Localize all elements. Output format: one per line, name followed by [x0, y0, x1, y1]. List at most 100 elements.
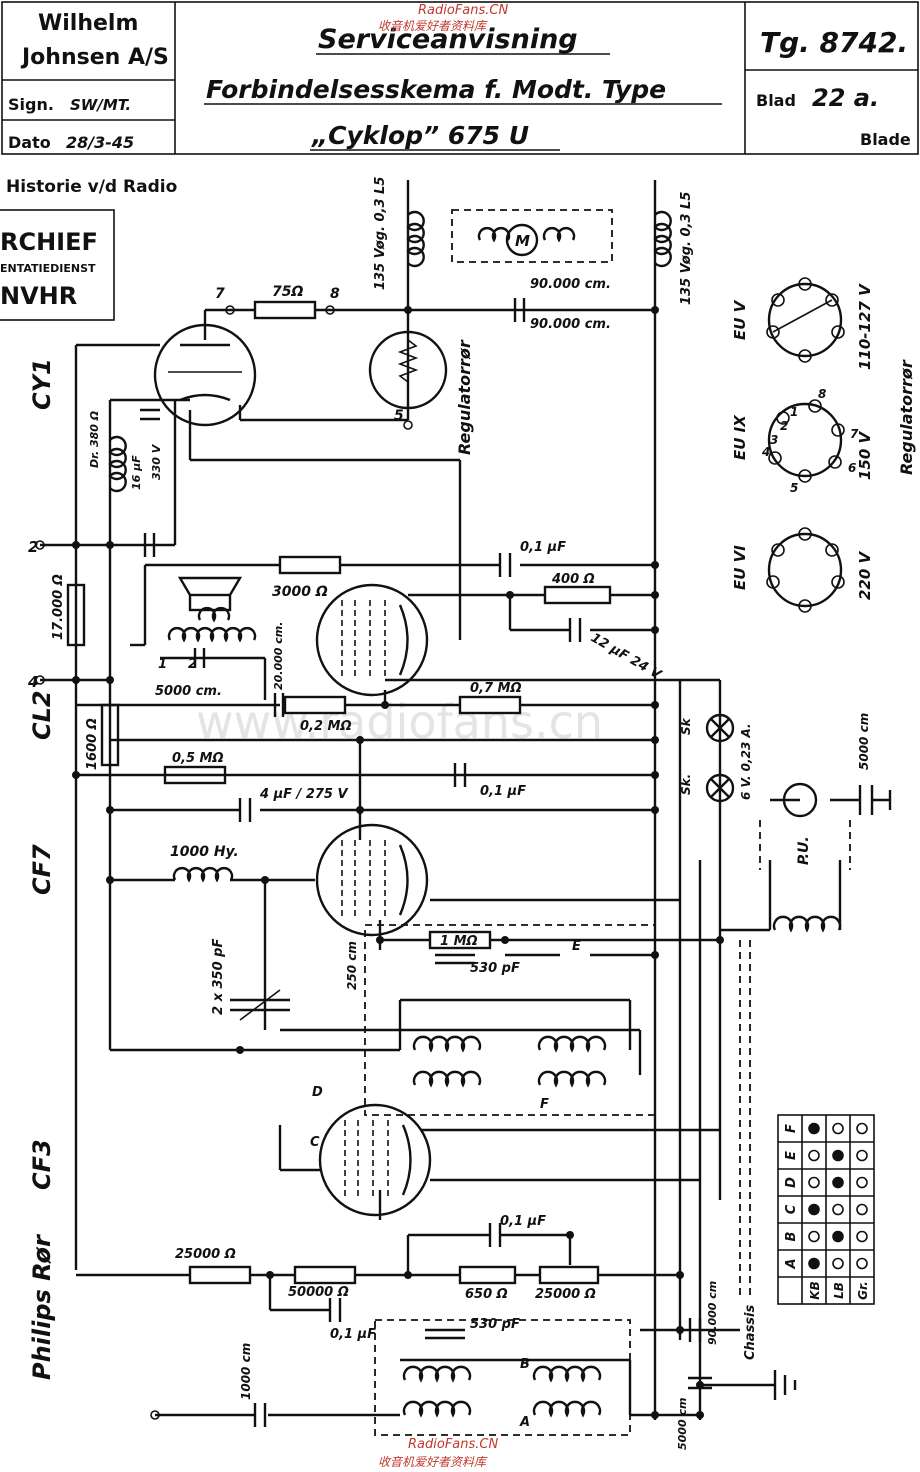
lbl-sw-a: A	[519, 1415, 530, 1430]
company-line1: Wilhelm	[38, 11, 138, 36]
lbl-c5000-bot: 5000 cm	[676, 1398, 689, 1450]
lbl-pin-6: 6	[848, 461, 856, 475]
lbl-c90k-1: 90.000 cm.	[530, 277, 611, 292]
switch-contact-open	[808, 1176, 820, 1189]
lbl-v150: 150 V	[856, 430, 874, 480]
switch-contact-closed	[832, 1230, 844, 1243]
switch-row-label: E	[784, 1151, 799, 1160]
lbl-v110: 110-127 V	[856, 283, 874, 370]
lbl-pin5: 5	[394, 408, 404, 424]
stamp-line3: ENTATIEDIENST	[0, 262, 96, 275]
lbl-reg-side: Regulatorrør	[897, 359, 916, 475]
lbl-c16: 16 μF	[130, 455, 143, 490]
lbl-c90k-chassis: 90.000 cm	[706, 1281, 719, 1345]
tube-cf3	[318, 1103, 432, 1217]
coils	[108, 210, 842, 1418]
lbl-c01-mid: 0,1 μF	[480, 784, 526, 799]
switch-contact-open	[808, 1230, 820, 1243]
watermark-bottom-cn: 收音机爱好者资料库	[378, 1455, 488, 1469]
lbl-r3000: 3000 Ω	[272, 584, 328, 600]
tube-cl2	[315, 583, 429, 697]
capacitors	[140, 298, 712, 1427]
lbl-r400: 400 Ω	[551, 572, 595, 587]
lbl-pin-4: 4	[761, 445, 770, 459]
label-cf7: CF7	[28, 844, 56, 895]
lbl-r1m: 1 MΩ	[440, 934, 478, 949]
switch-contact-closed	[808, 1257, 820, 1270]
switch-col-label: Gr.	[856, 1281, 870, 1300]
lbl-r05: 0,5 MΩ	[172, 751, 224, 766]
watermark-bottom: RadioFans.CN	[408, 1437, 498, 1452]
switch-contact-open	[856, 1122, 868, 1135]
switch-contact-closed	[832, 1149, 844, 1162]
model-name: „Cyklop” 675 U	[311, 121, 529, 150]
lbl-term2: 2	[28, 538, 38, 556]
switch-row-label: B	[784, 1231, 799, 1241]
lbl-r650: 650 Ω	[465, 1287, 508, 1302]
lbl-c01-low: 0,1 μF	[330, 1327, 376, 1342]
switch-contact-open	[856, 1230, 868, 1243]
lbl-lamp-left: 135 Vøg. 0,3 L5	[373, 177, 388, 290]
sign-label: Sign.	[8, 95, 54, 114]
lbl-choke: 1000 Hy.	[170, 844, 239, 860]
label-cf3: CF3	[28, 1139, 56, 1190]
lbl-c5000-right: 5000 cm	[857, 713, 871, 770]
blad-value: 22 a.	[812, 84, 879, 112]
archive-stamp: Historie v/d Radio RCHIEF ENTATIEDIENST …	[0, 177, 177, 321]
lbl-r50k: 50000 Ω	[288, 1285, 349, 1300]
pickup	[782, 782, 818, 818]
label-cy1: CY1	[28, 358, 56, 410]
switch-col-label: LB	[832, 1282, 846, 1299]
stamp-line2: RCHIEF	[0, 228, 98, 256]
socket-eu9: 1 2 3 4 5 6 7 8 EU IX 150 V	[731, 387, 874, 495]
sign-value: SW/MT.	[70, 96, 131, 114]
speaker-icon	[177, 576, 243, 612]
page-subtitle: Forbindelsesskema f. Modt. Type	[206, 75, 666, 104]
junctions	[72, 306, 724, 1419]
motor: M	[505, 223, 539, 257]
watermark-top: RadioFans.CN	[418, 3, 508, 18]
regulator-tube	[368, 330, 448, 410]
lbl-dr: Dr. 380 Ω	[88, 411, 101, 468]
lbl-lamp-right: 135 Vøg. 0,3 L5	[679, 192, 694, 305]
resistors	[66, 300, 612, 1285]
screening	[364, 209, 851, 1436]
lbl-chassis: Chassis	[743, 1305, 758, 1360]
lbl-sw-c: C	[310, 1135, 320, 1150]
switch-row-label: C	[784, 1204, 799, 1214]
blade-label: Blade	[860, 130, 911, 149]
pilot-lamps	[705, 713, 735, 803]
lbl-pin-5: 5	[790, 481, 798, 495]
lbl-tr2: 2	[188, 657, 197, 672]
lbl-sk2: Sk.	[679, 774, 693, 795]
switch-row-label: D	[784, 1177, 799, 1188]
label-philips: Philips Rør	[28, 1233, 56, 1380]
lbl-pin7: 7	[215, 286, 225, 302]
lbl-tr1: 1	[158, 657, 167, 672]
lbl-c250: 250 cm	[345, 941, 359, 990]
lbl-pin-3: 3	[770, 433, 778, 447]
date-label: Dato	[8, 133, 51, 152]
lbl-c12: 12 μF 24 V	[588, 630, 664, 683]
switch-contact-closed	[808, 1203, 820, 1216]
lbl-pin-2: 2	[780, 419, 788, 433]
lbl-eu5: EU V	[731, 299, 749, 340]
socket-eu6: EU VI 220 V	[731, 527, 874, 613]
lbl-v220: 220 V	[856, 550, 874, 600]
lbl-sw-b: B	[520, 1357, 530, 1372]
lbl-r17k: 17.000 Ω	[51, 574, 66, 640]
lbl-c01-top: 0,1 μF	[520, 540, 566, 555]
title-block: Wilhelm Johnsen A/S Sign. SW/MT. Dato 28…	[1, 1, 919, 155]
lbl-r02: 0,2 MΩ	[300, 719, 352, 734]
switch-contact-open	[856, 1257, 868, 1270]
watermark-top-cn: 收音机爱好者资料库	[378, 19, 488, 33]
lbl-c20k: 20.000 cm.	[272, 622, 285, 690]
lbl-pin-7: 7	[850, 427, 859, 441]
lbl-c4: 4 μF / 275 V	[259, 787, 348, 802]
tube-cy1	[153, 323, 257, 427]
switch-row-label: A	[784, 1258, 799, 1269]
lbl-c530-bot: 530 pF	[470, 1317, 520, 1332]
switch-contact-open	[856, 1176, 868, 1189]
lbl-r1600: 1600 Ω	[85, 718, 100, 770]
